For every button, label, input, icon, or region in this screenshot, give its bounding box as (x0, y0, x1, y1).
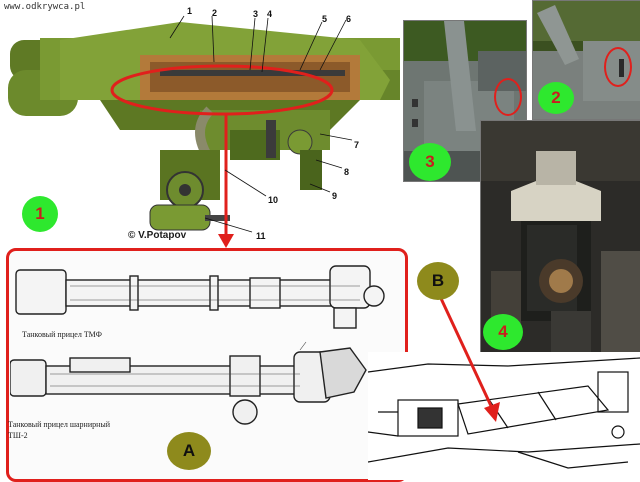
turret-interior-drawing (368, 352, 640, 480)
gun-mount-diagram (8, 15, 400, 248)
part-number-10: 10 (268, 195, 279, 205)
badge-main-diagram: 1 (22, 196, 58, 232)
badge-photo-top-right: 2 (538, 82, 574, 114)
highlight-circle-2 (604, 47, 632, 87)
part-number-11: 11 (256, 231, 266, 241)
site-watermark: www.odkrywca.pl (4, 2, 86, 12)
part-number-3: 3 (253, 9, 259, 19)
arrow-b-to-drawing (436, 291, 500, 422)
part-number-6: 6 (346, 14, 352, 24)
badge-photo-right-middle: 4 (483, 314, 523, 350)
copyright-label: © V.Potapov (128, 230, 187, 241)
part-number-1: 1 (187, 6, 193, 16)
badge-sight-group: A (167, 432, 211, 470)
badge-photo-top-middle: 3 (409, 143, 451, 181)
highlight-circle-3 (494, 78, 522, 116)
caption-tsh2-line1: Танковый прицел шарнирный (8, 420, 111, 429)
caption-tsh2-line2: ТШ-2 (8, 431, 28, 440)
part-number-8: 8 (344, 167, 350, 177)
part-number-5: 5 (322, 14, 328, 24)
caption-tmf: Танковый прицел ТМФ (22, 330, 102, 339)
badge-drawing-bottom: B (417, 262, 459, 300)
part-number-4: 4 (267, 9, 273, 19)
sight-line-drawings (10, 265, 385, 425)
part-number-9: 9 (332, 191, 338, 201)
part-number-7: 7 (354, 140, 360, 150)
photo-sight-interior (480, 120, 640, 360)
part-number-2: 2 (212, 8, 218, 18)
